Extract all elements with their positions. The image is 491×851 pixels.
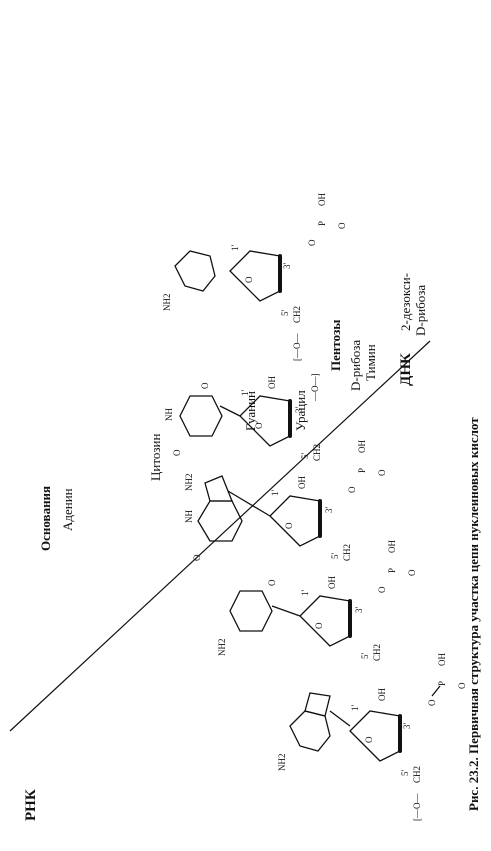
rna-nucleotide-4: CH2 5' O 1' 3' OH —O—] O NH O	[164, 374, 322, 462]
pentose-deoxyribose-1: 2-дезокси-	[398, 273, 413, 331]
dna-nucleotide-1: [—O— CH2 5' O 1' 3' NH2 O P OH O	[162, 193, 347, 361]
rna-c5-4: 5'	[300, 453, 310, 460]
rna-c3-2: 3'	[354, 607, 364, 614]
rna-p-oh-3: OH	[357, 440, 367, 453]
adenine-ring-b	[304, 692, 331, 717]
cytosine-o: O	[267, 579, 277, 586]
rna-ch2-1: CH2	[412, 766, 422, 783]
base-cytosine: Цитозин	[148, 434, 163, 481]
rna-c3-4: 3'	[294, 407, 304, 414]
guanine-nh2: NH2	[184, 474, 194, 492]
rna-ring-o-2: O	[314, 622, 324, 629]
rna-o-p-3: O	[347, 486, 357, 493]
rna-p-1: P	[437, 681, 447, 686]
rna-c1-3: 1'	[270, 490, 280, 497]
rna-p-o-3: O	[377, 469, 387, 476]
rna-c3-1: 3'	[402, 723, 412, 730]
dna-c3-1: 3'	[282, 263, 292, 270]
rna-p-2: P	[387, 568, 397, 573]
dna-c5-1: 5'	[280, 310, 290, 317]
adenine-ring-a	[289, 710, 331, 752]
rna-ribose-ring-3	[269, 495, 321, 547]
guanine-nh: NH	[184, 510, 194, 523]
rna-title: РНК	[23, 789, 39, 821]
uracil-o: O	[172, 449, 182, 456]
guanine-o: O	[192, 554, 202, 561]
dna-p-oh-1: OH	[317, 193, 327, 206]
rna-ribose-ring-2	[299, 595, 351, 647]
base-thymine: Тимин	[363, 344, 378, 381]
dna-o-p-1: O	[307, 239, 317, 246]
rna-c5-3: 5'	[330, 553, 340, 560]
base-uracil: Урацил	[293, 390, 308, 431]
rna-c1-1: 1'	[350, 705, 360, 712]
rna-c3-3: 3'	[324, 507, 334, 514]
figure-caption: Рис. 23.2. Первичная структура участка ц…	[466, 417, 481, 811]
pentose-ribose: D-рибоза	[348, 340, 363, 391]
cytosine-ring	[229, 590, 273, 632]
dna-ring-1	[229, 250, 281, 302]
dna-adenine-nh2: NH2	[162, 294, 172, 312]
rna-ring-o-4: O	[254, 422, 264, 429]
rotated-figure: РНК ДНК Основания Аденин Цитозин Гуанин …	[9, 193, 481, 822]
rna-p-o-1: O	[457, 682, 467, 689]
rna-c5-2: 5'	[360, 653, 370, 660]
rna-oh-4: OH	[267, 376, 277, 389]
rna-nucleotide-2: CH2 5' O 1' 3' OH NH2 O O P OH O	[217, 540, 417, 661]
rna-ring-o-1: O	[364, 736, 374, 743]
rna-oh-3: OH	[297, 476, 307, 489]
base-adenine: Аденин	[60, 488, 75, 531]
rna-ch2-3: CH2	[342, 544, 352, 561]
rna-ribose-ring-1	[349, 710, 401, 762]
dna-p-o-1: O	[337, 222, 347, 229]
rna-oh-1: OH	[377, 688, 387, 701]
rna-c1-4: 1'	[240, 390, 250, 397]
rna-o-p-1: O	[427, 699, 437, 706]
dna-chain-start: [—O—	[292, 333, 302, 361]
dna-title: ДНК	[398, 353, 414, 386]
dna-p-1: P	[317, 221, 327, 226]
divider-line	[9, 340, 431, 732]
rna-p-oh-2: OH	[387, 540, 397, 553]
rna-o-p-2: O	[377, 586, 387, 593]
rna-p-oh-1: OH	[437, 653, 447, 666]
rna-oh-2: OH	[327, 576, 337, 589]
rna-ch2-4: CH2	[312, 444, 322, 461]
uracil-nh: NH	[164, 408, 174, 421]
bases-header: Основания	[38, 486, 53, 551]
cytosine-nh2: NH2	[217, 639, 227, 657]
rna-chain-end: —O—]	[310, 374, 320, 403]
rna-c1-2: 1'	[300, 590, 310, 597]
rna-strand: [—O— CH2 5' O 1' 3' OH NH2 O P	[164, 374, 467, 822]
rna-c5-1: 5'	[400, 770, 410, 777]
dna-ring-o-1: O	[244, 276, 254, 283]
rna-ring-o-3: O	[284, 522, 294, 529]
pentoses-header: Пентозы	[328, 320, 343, 371]
dna-adenine-ring	[174, 250, 216, 292]
guanine-ring-b	[204, 475, 233, 502]
uracil-ring	[179, 395, 223, 437]
rna-nucleotide-1: [—O— CH2 5' O 1' 3' OH NH2 O P	[277, 653, 467, 821]
rna-ribose-ring-4	[239, 395, 291, 447]
rna-p-o-2: O	[407, 569, 417, 576]
dna-ch2-1: CH2	[292, 306, 302, 323]
dna-strand: [—O— CH2 5' O 1' 3' NH2 O P OH O	[162, 193, 347, 361]
rna-chain-start: [—O—	[412, 793, 422, 821]
uracil-o-2: O	[200, 382, 210, 389]
pentose-deoxyribose-2: D-рибоза	[413, 285, 428, 336]
rna-nucleotide-3: CH2 5' O 1' 3' OH O NH NH2 O P	[184, 440, 387, 561]
adenine-nh2: NH2	[277, 754, 287, 772]
dna-c1-1: 1'	[230, 245, 240, 252]
rna-p-3: P	[357, 468, 367, 473]
rna-ch2-2: CH2	[372, 644, 382, 661]
